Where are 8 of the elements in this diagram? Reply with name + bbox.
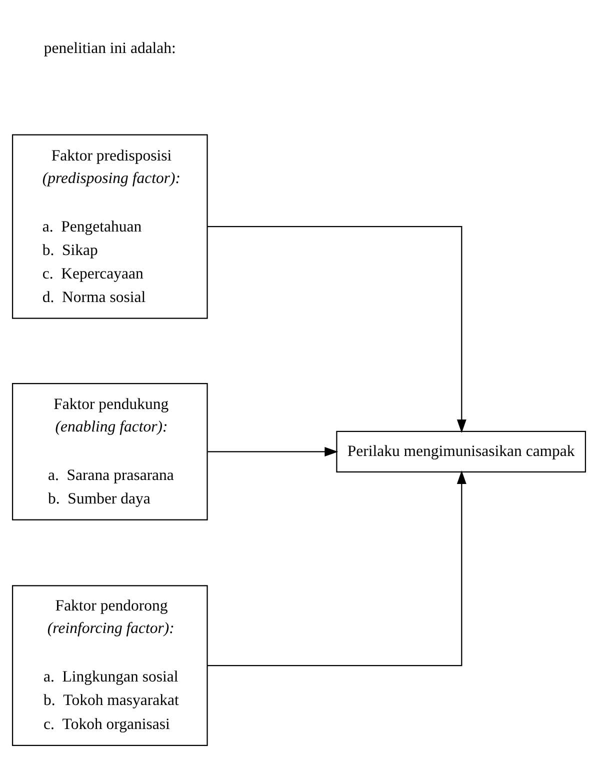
label: penelitian ini adalah: [44,39,176,56]
arrow [208,446,338,456]
node-box: Faktor pendukung (enabling factor): a. Sarana prasarana b. Sumber daya [12,382,208,520]
node-box: Faktor pendorong (reinforcing factor): a. Lingkungan sosial b. Tokoh masyarakat c. Tokoh organisasi [12,584,208,746]
node-box: Faktor predisposisi (predisposing factor): a. Pengetahuan b. Sikap c. Kepercayaan d. Norma sosial [12,134,208,318]
arrow [207,470,466,666]
arrow [207,226,466,433]
node-box: Perilaku mengimunisasikan campak [336,430,586,472]
